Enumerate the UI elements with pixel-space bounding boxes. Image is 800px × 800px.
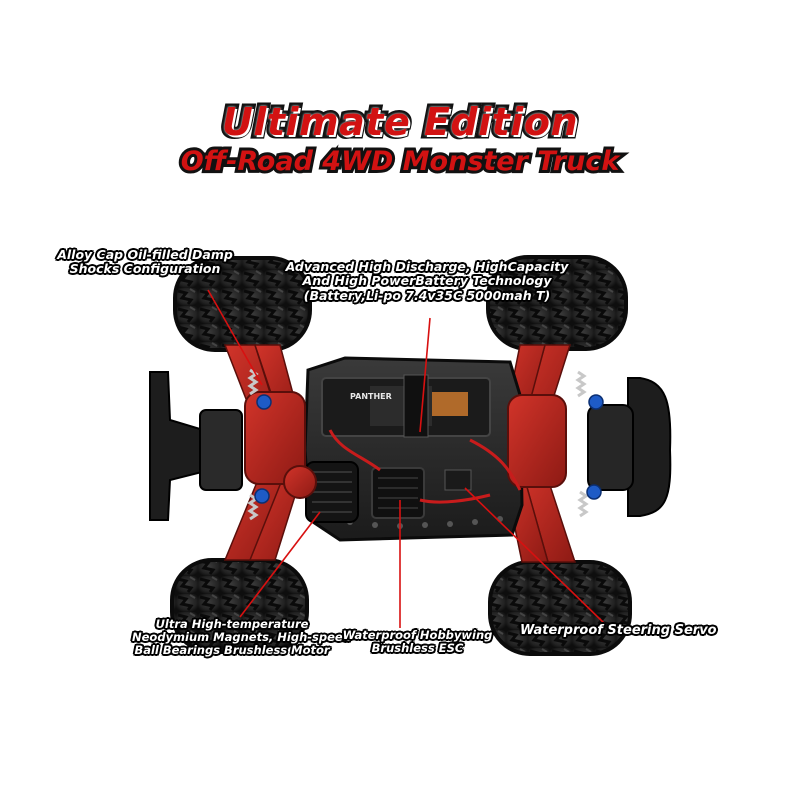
- callout-motor-line-3: Ball Bearings Brushless Motor: [134, 643, 330, 658]
- leader-lines: [207, 289, 606, 628]
- callout-shocks: Alloy Cap Oil-filled Damp Shocks Configu…: [50, 247, 240, 277]
- brushless-motor: [283, 461, 359, 523]
- headline-subtitle: Off-Road 4WD Monster Truck: [178, 143, 623, 180]
- callout-motor: Ultra High-temperature Neodymium Magnets…: [132, 617, 351, 658]
- callout-motor-line-1: Ultra High-temperature: [155, 617, 309, 631]
- callout-battery: Advanced High Discharge, HighCapacity An…: [282, 259, 572, 303]
- callout-battery-line-1: Advanced High Discharge, HighCapacity: [285, 259, 569, 274]
- tire-rear-right: [488, 560, 632, 656]
- callout-battery-line-3: (Battery,Li-po 7.4v35C 5000mah T): [303, 287, 551, 303]
- wires: [328, 429, 522, 504]
- callout-shocks-line-2: Shocks Configuration: [69, 261, 221, 277]
- callout-motor-line-2: Neodymium Magnets, High-speed: [132, 630, 351, 645]
- esc-unit: [371, 467, 472, 519]
- callout-esc: Waterproof Hobbywing Brushless ESC: [330, 628, 505, 656]
- callout-servo-line-1: Waterproof Steering Servo: [520, 623, 717, 638]
- front-bumper: [587, 377, 672, 517]
- callout-shocks-line-1: Alloy Cap Oil-filled Damp: [57, 247, 233, 262]
- callout-esc-line-2: Brushless ESC: [371, 641, 464, 656]
- callout-servo: Waterproof Steering Servo: [520, 623, 717, 639]
- shock-absorbers: [247, 368, 604, 521]
- battery-brand-label: PANTHER: [350, 392, 392, 401]
- callout-esc-line-1: Waterproof Hobbywing: [342, 628, 493, 642]
- rear-bumper: [149, 371, 243, 521]
- battery-pack: PANTHER: [321, 374, 491, 438]
- headline-title: Ultimate Edition: [218, 97, 581, 148]
- callout-battery-line-2: And High PowerBattery Technology: [302, 273, 552, 289]
